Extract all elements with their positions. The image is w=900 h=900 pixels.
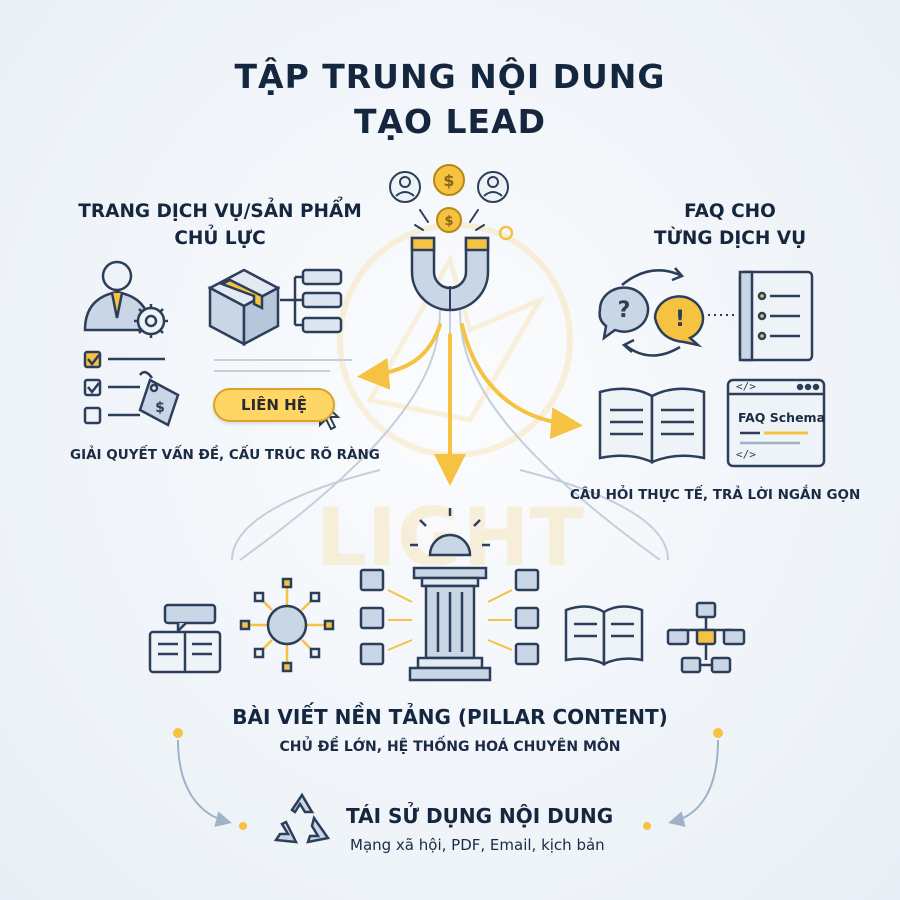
reuse-caption: Mạng xã hội, PDF, Email, kịch bản xyxy=(350,836,605,854)
content-blocks xyxy=(359,568,540,666)
price-tag-dollar: $ xyxy=(155,400,165,416)
dot-right xyxy=(643,822,651,830)
sitemap-icon xyxy=(666,601,746,674)
page-title-line2: TẠO LEAD xyxy=(353,102,547,141)
book-icon xyxy=(564,605,644,667)
magnet-icon xyxy=(410,236,490,312)
right-caption: CÂU HỎI THỰC TẾ, TRẢ LỜI NGẮN GỌN xyxy=(570,487,861,503)
checklist-icon xyxy=(83,350,165,425)
dot-icon xyxy=(498,225,514,241)
glow-dot-left xyxy=(173,728,183,738)
sparkle-lines xyxy=(414,209,485,231)
box-icon xyxy=(207,268,281,347)
glow-dot-right xyxy=(713,728,723,738)
price-tag-icon xyxy=(138,370,180,427)
open-book-icon xyxy=(598,387,706,464)
right-heading-line2: TỪNG DỊCH VỤ xyxy=(653,228,807,249)
hub-icon xyxy=(239,577,335,673)
dot-left xyxy=(239,822,247,830)
faq-schema-label: FAQ Schema xyxy=(738,410,826,425)
flow-arrows xyxy=(357,323,583,486)
faq-schema-window xyxy=(726,378,826,468)
reuse-arrows xyxy=(177,739,719,827)
faq-book-icon xyxy=(738,270,814,362)
chat-cycle-icon xyxy=(621,267,685,357)
right-heading-line1: FAQ CHO xyxy=(684,201,776,222)
left-heading-line2: CHỦ LỰC xyxy=(174,228,266,249)
left-caption: GIẢI QUYẾT VẤN ĐỀ, CẤU TRÚC RÕ RÀNG xyxy=(70,447,380,463)
code-tag-top: </> xyxy=(736,380,756,393)
exclamation-bubble-icon xyxy=(653,295,705,348)
arrow-to-left xyxy=(357,323,442,390)
radiating-lines xyxy=(387,589,513,651)
contact-button[interactable]: LIÊN HỆ xyxy=(213,388,335,422)
reuse-heading: TÁI SỬ DỤNG NỘI DUNG xyxy=(346,804,614,828)
tree-structure-icon xyxy=(280,268,343,334)
pillar-heading: BÀI VIẾT NỀN TẢNG (PILLAR CONTENT) xyxy=(232,705,668,729)
exclamation-mark: ! xyxy=(675,307,685,332)
pillar-caption: CHỦ ĐỀ LỚN, HỆ THỐNG HOÁ CHUYÊN MÔN xyxy=(279,739,621,755)
gear-icon xyxy=(134,304,168,338)
page-title-line1: TẬP TRUNG NỘI DUNG xyxy=(234,57,666,96)
chat-book-icon xyxy=(148,603,222,674)
question-mark: ? xyxy=(618,298,631,323)
code-tag-bottom: </> xyxy=(736,448,756,461)
bulb-icon xyxy=(410,508,490,557)
text-lines xyxy=(214,359,352,372)
pillar-icon xyxy=(408,566,492,682)
recycle-icon xyxy=(273,792,331,844)
arrow-to-right xyxy=(460,323,583,440)
coin-dollar-2: $ xyxy=(444,214,453,229)
coin-dollar-1: $ xyxy=(443,171,454,190)
businessman-icon xyxy=(83,260,152,332)
question-bubble-icon xyxy=(598,286,650,341)
coin-icon xyxy=(433,164,465,233)
user-icon xyxy=(389,171,509,203)
left-heading-line1: TRANG DỊCH VỤ/SẢN PHẨM xyxy=(78,201,362,222)
